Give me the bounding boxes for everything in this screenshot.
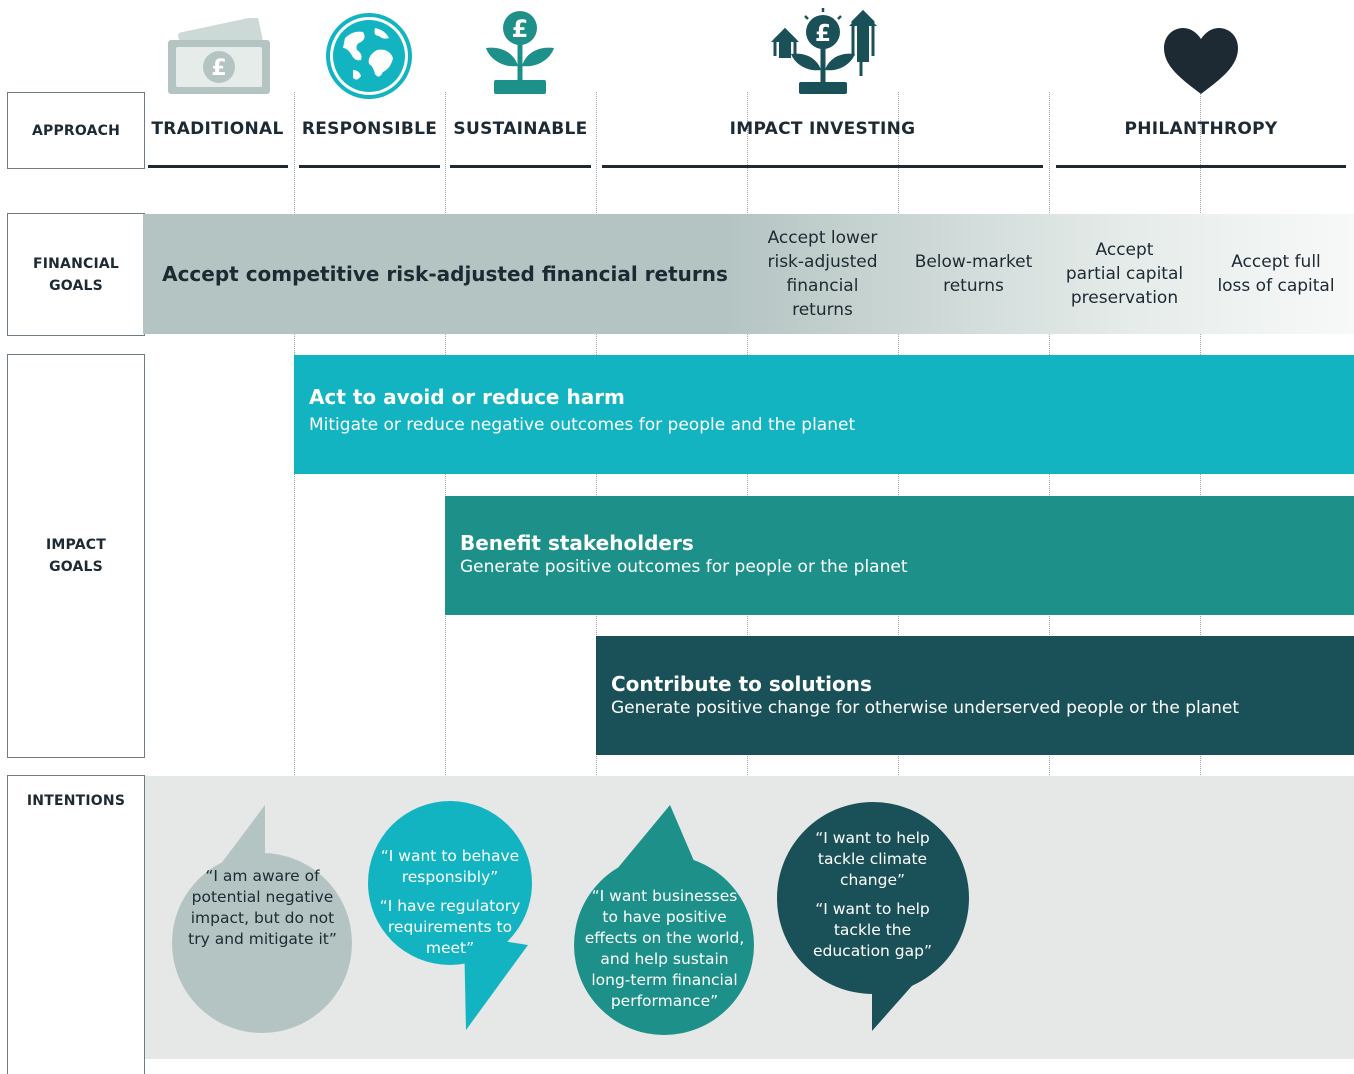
band-subtitle: Generate positive outcomes for people or… (460, 557, 908, 577)
svg-text:£: £ (815, 21, 831, 47)
heading-philanthropy: PHILANTHROPY (1124, 119, 1278, 139)
band-subtitle: Mitigate or reduce negative outcomes for… (309, 415, 856, 435)
heading-sustainable: SUSTAINABLE (453, 119, 588, 139)
bubble-traditional (172, 805, 352, 1033)
heading-underline (602, 165, 1043, 168)
row-label-approach: APPROACH (7, 92, 145, 169)
impact-band-benefit-stakeholders: Benefit stakeholders Generate positive o… (445, 496, 1354, 615)
heart-icon (1164, 28, 1238, 94)
band-subtitle: Generate positive change for otherwise u… (611, 698, 1240, 718)
growing-pound-plant-icon: £ (771, 8, 877, 94)
financial-goals-band (143, 214, 1354, 334)
bubble-impact-investing (777, 802, 969, 1031)
heading-responsible: RESPONSIBLE (301, 119, 438, 139)
heading-underline (148, 165, 288, 168)
svg-text:£: £ (211, 56, 226, 81)
bubble-responsible (368, 801, 532, 1030)
impact-band-contribute-solutions: Contribute to solutions Generate positiv… (596, 636, 1354, 755)
heading-underline (450, 165, 591, 168)
impact-band-avoid-harm: Act to avoid or reduce harm Mitigate or … (294, 355, 1354, 474)
banknote-icon: £ (168, 18, 270, 94)
heading-underline (299, 165, 440, 168)
row-label-intentions: INTENTIONS (7, 775, 145, 1074)
column-divider (294, 92, 295, 1059)
bubble-sustainable (574, 805, 754, 1035)
heading-impact-investing: IMPACT INVESTING (729, 119, 916, 139)
band-title: Act to avoid or reduce harm (309, 385, 625, 409)
globe-icon (326, 13, 412, 99)
heading-underline (1056, 165, 1346, 168)
band-title: Benefit stakeholders (460, 531, 694, 555)
heading-traditional: TRADITIONAL (151, 119, 284, 139)
financial-goal-competitive: Accept competitive risk-adjusted financi… (162, 262, 728, 286)
pound-plant-icon: £ (486, 11, 554, 94)
svg-text:£: £ (512, 15, 529, 43)
band-title: Contribute to solutions (611, 672, 872, 696)
